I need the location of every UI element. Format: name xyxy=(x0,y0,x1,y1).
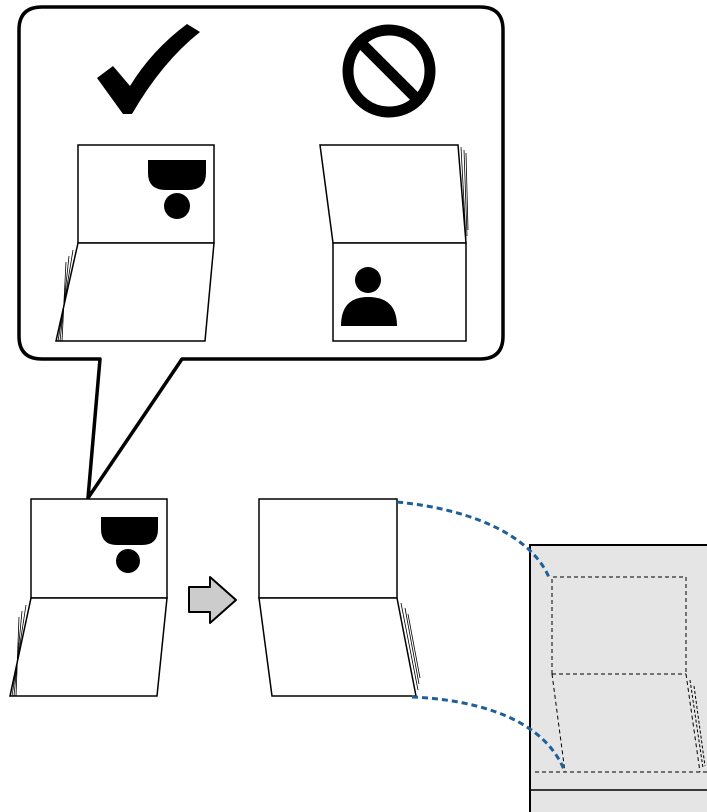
scanner-glass-placement-icon xyxy=(529,544,707,812)
open-passport-photo-top-icon xyxy=(9,498,168,697)
photo-icon xyxy=(101,517,158,573)
callout-bubble xyxy=(17,5,505,500)
prohibited-icon xyxy=(342,24,436,118)
correct-passport-example xyxy=(55,144,215,342)
incorrect-passport-example xyxy=(319,144,469,342)
person-icon xyxy=(341,267,397,326)
right-arrow-icon xyxy=(188,576,237,624)
passport-face-down-icon xyxy=(258,498,421,697)
check-mark-icon xyxy=(97,24,200,114)
photo-icon xyxy=(148,160,206,219)
guide-curves xyxy=(396,500,567,773)
